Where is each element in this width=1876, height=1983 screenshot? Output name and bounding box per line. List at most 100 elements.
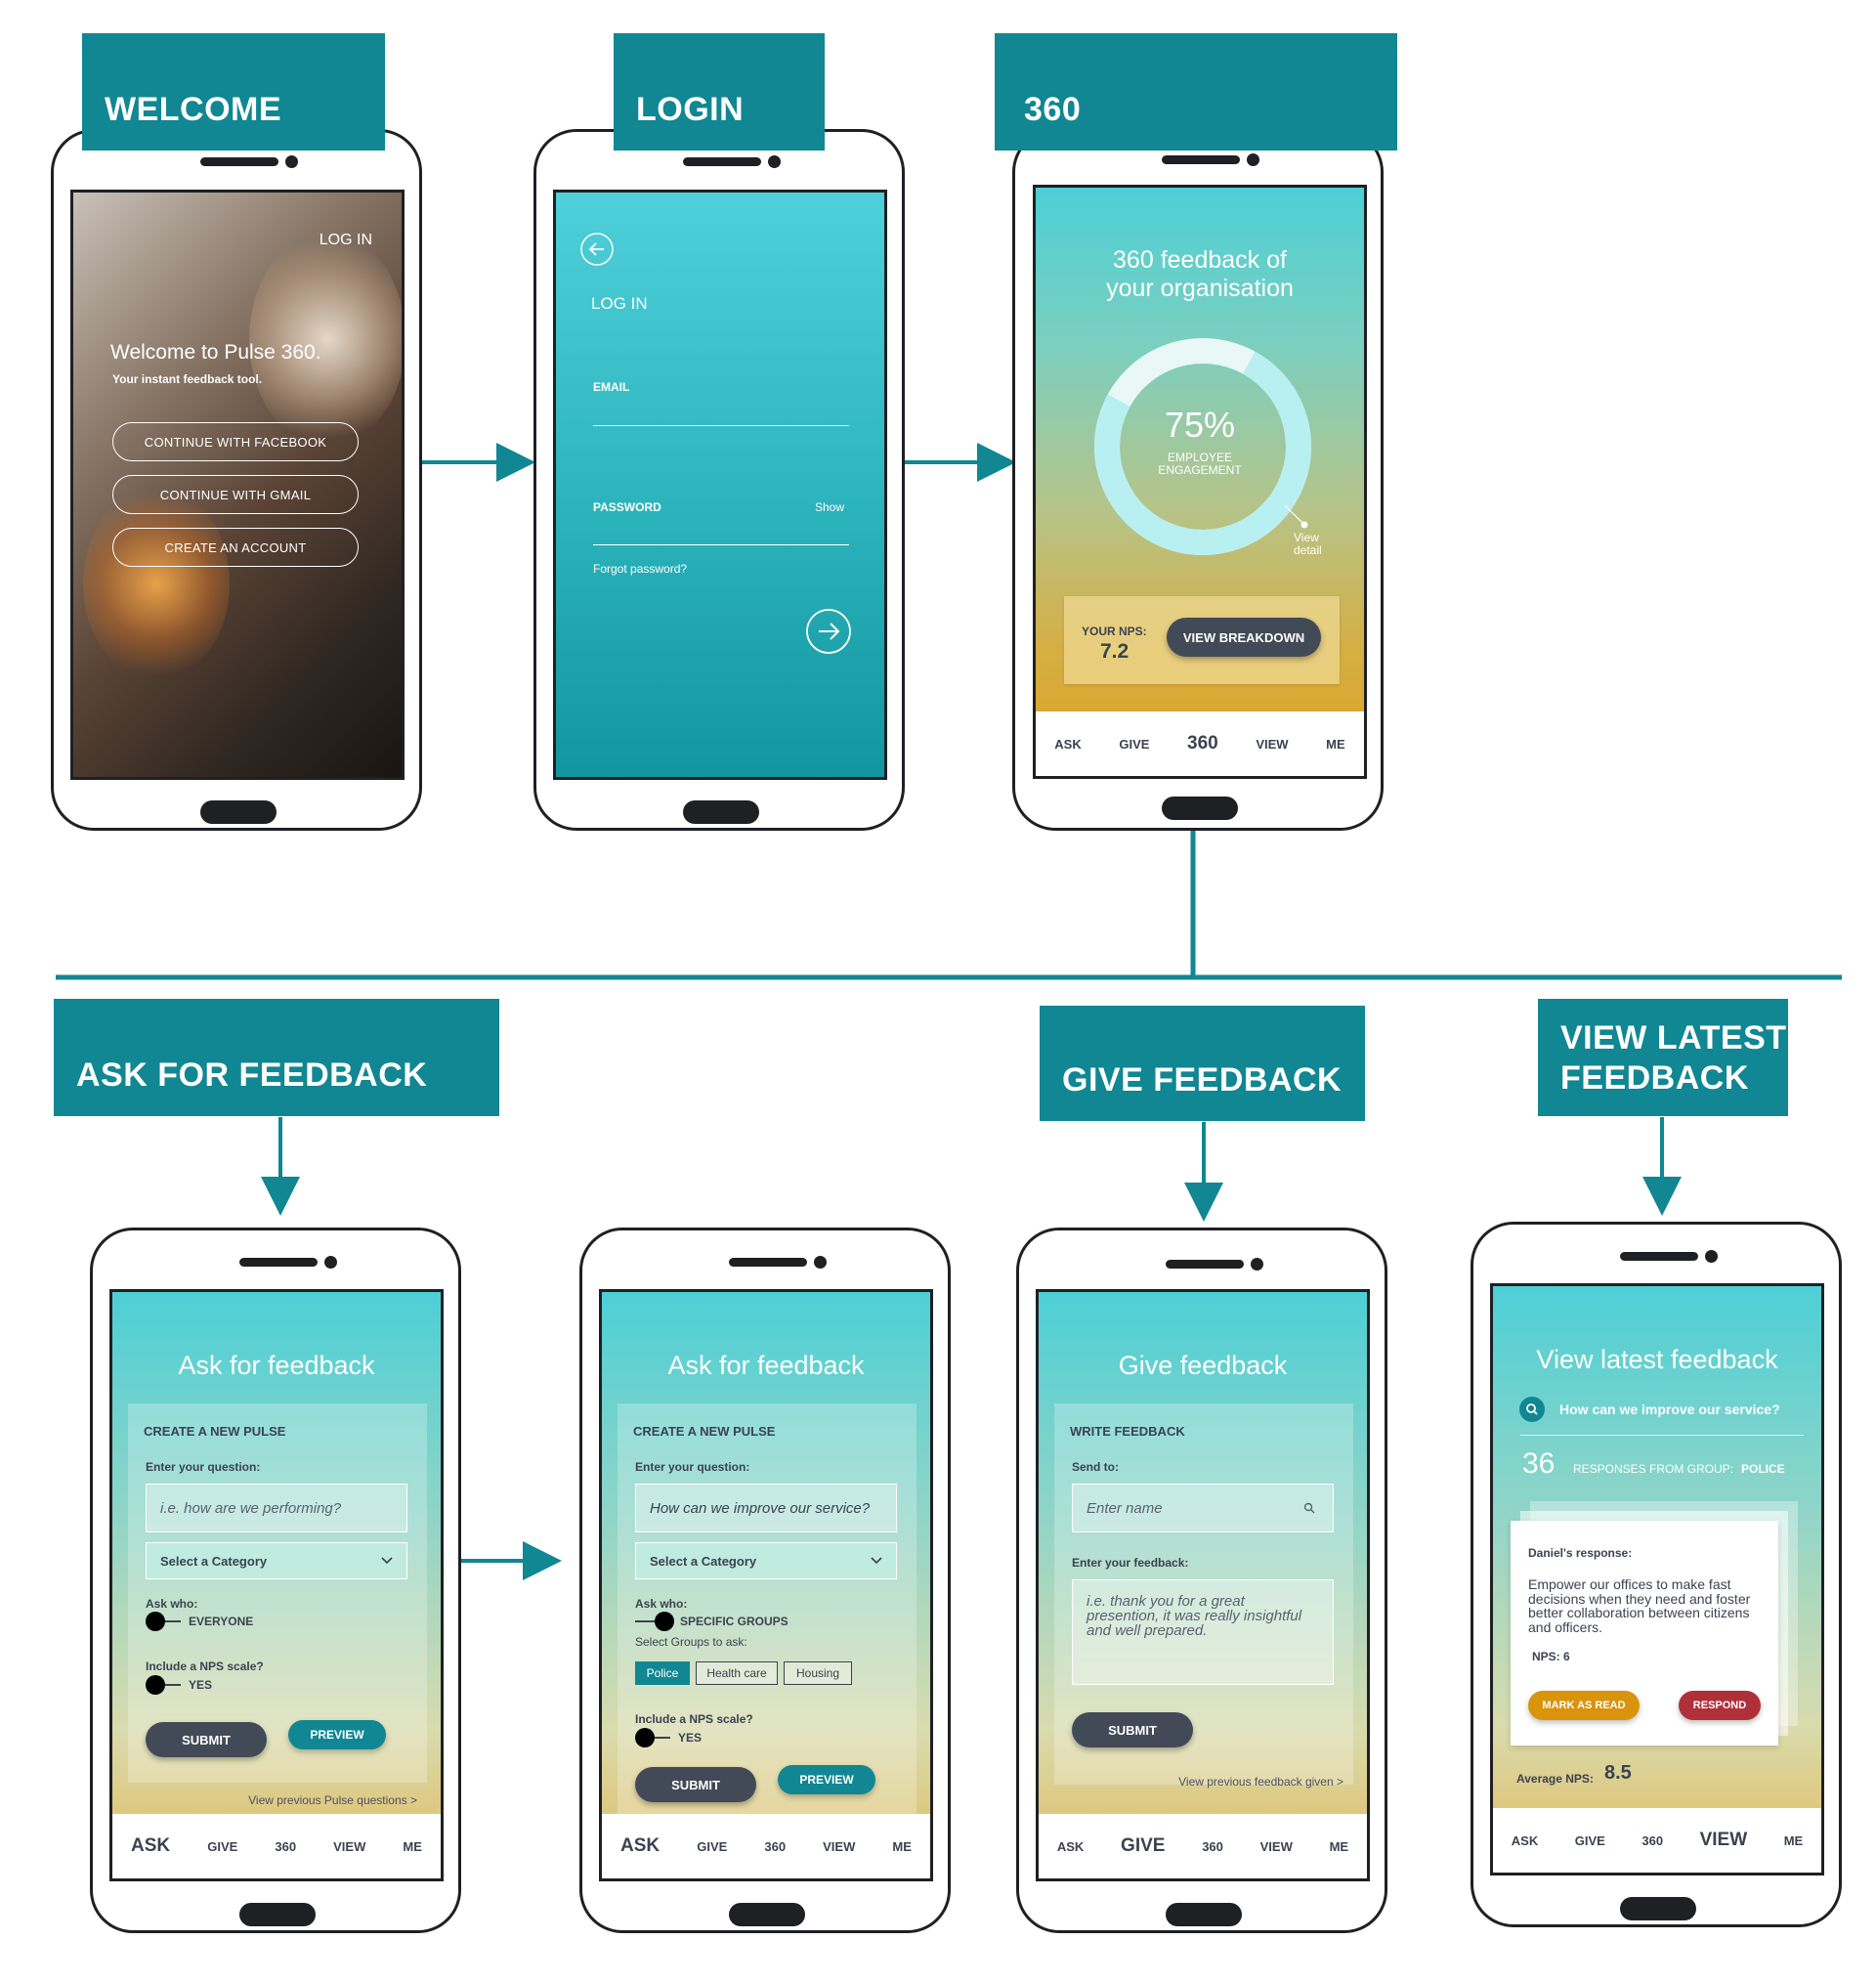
home-button[interactable] xyxy=(1162,797,1238,820)
phone-ask-2: Ask for feedback CREATE A NEW PULSE Ente… xyxy=(579,1228,951,1933)
ask2-question-input[interactable]: How can we improve our service? xyxy=(635,1484,897,1532)
home-button[interactable] xyxy=(729,1903,805,1926)
nav-view[interactable]: VIEW xyxy=(333,1838,366,1854)
password-label: PASSWORD xyxy=(593,500,661,514)
nav-me[interactable]: ME xyxy=(892,1838,912,1854)
responder-name: Daniel's response: xyxy=(1528,1546,1633,1560)
mark-as-read-button[interactable]: MARK AS READ xyxy=(1528,1691,1640,1720)
view-detail-link-line1[interactable]: View xyxy=(1294,531,1319,544)
group-tag-health-care[interactable]: Health care xyxy=(696,1661,778,1685)
ask2-ask-who-label: Ask who: xyxy=(635,1597,688,1611)
give-previous-link[interactable]: View previous feedback given > xyxy=(1178,1775,1343,1789)
phone-ask-1: Ask for feedback CREATE A NEW PULSE Ente… xyxy=(90,1228,461,1933)
nav-ask[interactable]: ASK xyxy=(1056,1838,1085,1854)
nav-give[interactable]: GIVE xyxy=(1121,1835,1166,1856)
ask2-preview-button[interactable]: PREVIEW xyxy=(778,1765,875,1794)
give-screen: Give feedback WRITE FEEDBACK Send to: En… xyxy=(1036,1289,1370,1881)
email-field[interactable] xyxy=(593,425,849,426)
give-submit-button[interactable]: SUBMIT xyxy=(1072,1712,1193,1747)
ask1-screen: Ask for feedback CREATE A NEW PULSE Ente… xyxy=(109,1289,444,1881)
group-tag-housing[interactable]: Housing xyxy=(784,1661,852,1685)
ask1-preview-button[interactable]: PREVIEW xyxy=(288,1720,386,1749)
view-breakdown-button[interactable]: VIEW BREAKDOWN xyxy=(1167,618,1321,657)
create-account-button[interactable]: CREATE AN ACCOUNT xyxy=(112,528,359,567)
nav-360[interactable]: 360 xyxy=(275,1838,297,1854)
home-button[interactable] xyxy=(1166,1903,1242,1926)
ask2-ask-who-toggle-knob[interactable] xyxy=(655,1612,674,1631)
nav-give[interactable]: GIVE xyxy=(697,1838,728,1854)
nav-view[interactable]: VIEW xyxy=(1699,1830,1748,1850)
nav-360[interactable]: 360 xyxy=(1642,1832,1664,1848)
phone-give: Give feedback WRITE FEEDBACK Send to: En… xyxy=(1016,1228,1387,1933)
home-button[interactable] xyxy=(239,1903,316,1926)
home-button[interactable] xyxy=(683,800,759,824)
responses-label: RESPONSES FROM GROUP: xyxy=(1573,1462,1734,1476)
nav-ask[interactable]: ASK xyxy=(1511,1832,1539,1848)
give-feedback-textarea[interactable]: i.e. thank you for a great presention, i… xyxy=(1072,1579,1334,1685)
search-icon xyxy=(1303,1502,1315,1514)
bottom-nav: ASK GIVE 360 VIEW ME xyxy=(602,1814,930,1878)
continue-gmail-button[interactable]: CONTINUE WITH GMAIL xyxy=(112,475,359,514)
group-tag-police[interactable]: Police xyxy=(635,1661,690,1685)
gauge-percent: 75% xyxy=(1164,405,1236,445)
nav-view[interactable]: VIEW xyxy=(1256,736,1289,752)
question-icon xyxy=(1519,1397,1545,1422)
ask2-submit-button[interactable]: SUBMIT xyxy=(635,1767,756,1802)
ask2-nps-label: Include a NPS scale? xyxy=(635,1712,753,1726)
home-button[interactable] xyxy=(1620,1897,1696,1920)
ask1-category-select[interactable]: Select a Category xyxy=(146,1542,407,1579)
ask2-ask-who-toggle-track[interactable] xyxy=(635,1620,664,1622)
ask1-ask-who-toggle-track[interactable] xyxy=(151,1620,181,1622)
nav-ask[interactable]: ASK xyxy=(1054,736,1082,752)
nav-view[interactable]: VIEW xyxy=(1259,1838,1293,1854)
speaker xyxy=(239,1258,318,1267)
nav-give[interactable]: GIVE xyxy=(1119,736,1150,752)
back-arrow-icon[interactable] xyxy=(579,232,615,267)
gauge-label-line2: ENGAGEMENT xyxy=(1158,463,1242,477)
ask1-question-input[interactable]: i.e. how are we performing? xyxy=(146,1484,407,1532)
label-ask-for-feedback: ASK FOR FEEDBACK xyxy=(54,999,499,1116)
speaker xyxy=(1162,155,1240,164)
submit-arrow-icon[interactable] xyxy=(805,608,852,655)
nav-ask[interactable]: ASK xyxy=(620,1835,661,1856)
s360-title-line2: your organisation xyxy=(1106,275,1294,302)
nav-give[interactable]: GIVE xyxy=(207,1838,238,1854)
ask1-submit-button[interactable]: SUBMIT xyxy=(146,1722,267,1757)
nav-me[interactable]: ME xyxy=(403,1838,422,1854)
login-screen: LOG IN EMAIL PASSWORD Show Forgot passwo… xyxy=(553,190,887,780)
ask1-ask-who-toggle-knob[interactable] xyxy=(146,1612,165,1631)
view-question: How can we improve our service? xyxy=(1559,1401,1780,1417)
nav-360[interactable]: 360 xyxy=(764,1838,787,1854)
nav-give[interactable]: GIVE xyxy=(1574,1832,1605,1848)
nav-me[interactable]: ME xyxy=(1326,736,1345,752)
home-button[interactable] xyxy=(200,800,277,824)
password-field[interactable] xyxy=(593,544,849,545)
welcome-login-link[interactable]: LOG IN xyxy=(319,232,372,248)
nav-360[interactable]: 360 xyxy=(1202,1838,1223,1854)
ask1-nps-toggle-knob[interactable] xyxy=(146,1675,165,1695)
give-feedback-placeholder: i.e. thank you for a great presention, i… xyxy=(1087,1593,1302,1639)
ask2-nps-toggle-track[interactable] xyxy=(641,1737,670,1739)
ask1-previous-link[interactable]: View previous Pulse questions > xyxy=(248,1793,417,1807)
camera xyxy=(285,155,298,168)
ask1-category-label: Select a Category xyxy=(160,1553,268,1569)
nav-view[interactable]: VIEW xyxy=(823,1838,856,1854)
ask2-nps-toggle-knob[interactable] xyxy=(635,1728,655,1747)
nav-ask[interactable]: ASK xyxy=(131,1835,171,1856)
nav-360[interactable]: 360 xyxy=(1187,733,1218,754)
ask1-nps-toggle-track[interactable] xyxy=(151,1684,181,1686)
nav-me[interactable]: ME xyxy=(1329,1838,1349,1854)
average-nps-value: 8.5 xyxy=(1604,1762,1632,1784)
show-password-link[interactable]: Show xyxy=(815,500,845,514)
continue-facebook-button[interactable]: CONTINUE WITH FACEBOOK xyxy=(112,422,359,461)
view-detail-link-line2[interactable]: detail xyxy=(1294,543,1322,557)
respond-button[interactable]: RESPOND xyxy=(1679,1691,1761,1720)
nav-me[interactable]: ME xyxy=(1783,1832,1804,1848)
ask2-category-label: Select a Category xyxy=(650,1553,757,1569)
give-title: Give feedback xyxy=(1118,1351,1288,1380)
bottom-nav: ASK GIVE 360 VIEW ME xyxy=(1493,1808,1821,1873)
give-name-input[interactable]: Enter name xyxy=(1072,1484,1334,1532)
engagement-gauge[interactable] xyxy=(1090,334,1315,559)
ask2-category-select[interactable]: Select a Category xyxy=(635,1542,897,1579)
forgot-password-link[interactable]: Forgot password? xyxy=(593,562,688,576)
